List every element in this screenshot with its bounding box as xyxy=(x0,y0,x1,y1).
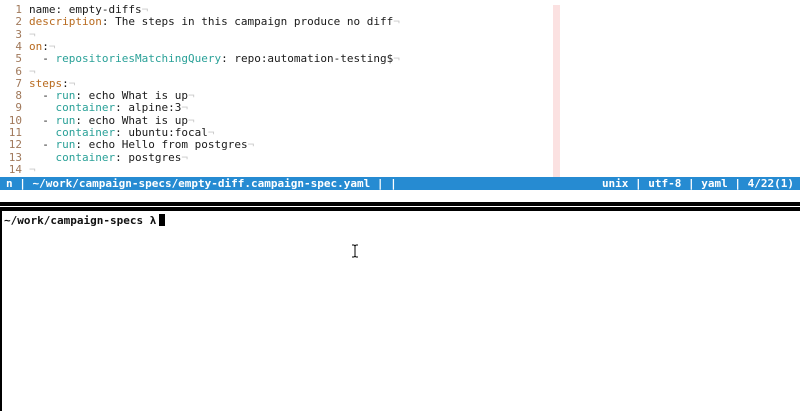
code-line[interactable]: 7 steps:¬ xyxy=(0,76,76,90)
line-number: 11 xyxy=(8,126,22,139)
code-line[interactable]: 10 - run: echo What is up¬ xyxy=(0,113,195,127)
code-line[interactable]: 6¬ xyxy=(0,64,36,78)
code-token: : echo What is up xyxy=(75,89,188,103)
code-token: run xyxy=(55,113,76,127)
code-token: : echo What is up xyxy=(75,113,188,127)
code-token: container xyxy=(55,150,116,164)
color-column xyxy=(553,5,560,177)
code-token: : empty-diffs xyxy=(55,3,142,16)
terminal-pane[interactable]: ~/work/campaign-specs λ xyxy=(0,211,800,411)
code-token: on xyxy=(29,39,43,53)
code-token xyxy=(29,126,56,139)
code-token: : repo:automation-testing$ xyxy=(221,52,394,66)
code-token xyxy=(29,101,56,114)
code-line[interactable]: 1 name: empty-diffs¬ xyxy=(0,3,149,16)
code-line[interactable]: 13 container: postgres¬ xyxy=(0,150,188,164)
line-number: 2 xyxy=(15,15,22,29)
code-line[interactable]: 4 on:¬ xyxy=(0,39,56,53)
code-token: - xyxy=(29,113,56,127)
code-token: ¬ xyxy=(187,89,195,103)
line-number: 3 xyxy=(15,27,22,41)
code-token: ¬ xyxy=(181,150,188,164)
code-token: : postgres xyxy=(115,150,182,164)
code-line[interactable]: 11 container: ubuntu:focal¬ xyxy=(0,126,215,139)
code-token: ¬ xyxy=(68,76,76,90)
line-number: 8 xyxy=(15,89,22,103)
code-line[interactable]: 5 - repositoriesMatchingQuery: repo:auto… xyxy=(0,52,400,66)
code-token: ¬ xyxy=(29,162,36,176)
line-number: 7 xyxy=(15,76,22,90)
code-token: run xyxy=(55,138,76,152)
code-line[interactable]: 12 - run: echo Hello from postgres¬ xyxy=(0,138,255,152)
code-token: run xyxy=(55,89,76,103)
code-token: ¬ xyxy=(187,113,195,127)
code-line[interactable]: 9 container: alpine:3¬ xyxy=(0,101,188,115)
code-line[interactable]: 3¬ xyxy=(0,27,36,41)
code-token: : alpine:3 xyxy=(115,101,182,115)
code-token: : The steps in this campaign produce no … xyxy=(101,15,394,29)
code-token: description xyxy=(29,15,102,29)
code-token: - xyxy=(29,138,56,152)
status-line: n | ~/work/campaign-specs/empty-diff.cam… xyxy=(0,177,800,190)
code-line[interactable]: 8 - run: echo What is up¬ xyxy=(0,89,195,103)
code-token: - xyxy=(29,89,56,103)
code-token: name xyxy=(29,3,56,16)
code-token: steps xyxy=(29,76,63,90)
line-number: 6 xyxy=(15,64,22,78)
code-token: container xyxy=(55,126,116,139)
code-line[interactable]: 2 description: The steps in this campaign… xyxy=(0,15,400,29)
code-token: - xyxy=(29,52,56,66)
code-token: container xyxy=(55,101,116,115)
code-token: ¬ xyxy=(181,101,188,115)
code-token xyxy=(29,151,56,164)
code-token: ¬ xyxy=(207,126,215,139)
status-line-left: n | ~/work/campaign-specs/empty-diff.cam… xyxy=(6,177,397,190)
code-token: ¬ xyxy=(247,138,255,152)
code-token: : echo Hello from postgres xyxy=(75,138,248,152)
shell-prompt: ~/work/campaign-specs λ xyxy=(4,214,166,228)
ibeam-cursor-icon xyxy=(352,244,358,258)
pane-divider[interactable] xyxy=(0,202,800,211)
shell-prompt-text: ~/work/campaign-specs λ xyxy=(4,214,157,227)
line-number: 1 xyxy=(15,3,22,16)
line-number: 10 xyxy=(8,113,22,127)
code-line[interactable]: 14 ¬ xyxy=(0,162,36,176)
code-token: : xyxy=(42,39,49,53)
line-number: 9 xyxy=(15,101,22,115)
code-token: repositoriesMatchingQuery xyxy=(55,52,222,66)
line-number: 13 xyxy=(8,150,22,164)
line-number: 12 xyxy=(8,138,22,152)
code-token: ¬ xyxy=(141,3,149,16)
code-token: : xyxy=(62,76,69,90)
line-number: 14 xyxy=(8,162,22,176)
code-token: ¬ xyxy=(29,64,36,78)
line-number: 5 xyxy=(15,52,22,66)
code-token: ¬ xyxy=(393,52,400,66)
code-token: ¬ xyxy=(48,39,56,53)
line-number: 4 xyxy=(15,39,22,53)
code-token: ¬ xyxy=(393,15,400,29)
status-line-right: unix | utf-8 | yaml | 4/22(1) xyxy=(601,177,794,190)
code-token: ¬ xyxy=(29,27,36,41)
code-token: : ubuntu:focal xyxy=(115,126,208,139)
text-cursor xyxy=(159,214,166,226)
